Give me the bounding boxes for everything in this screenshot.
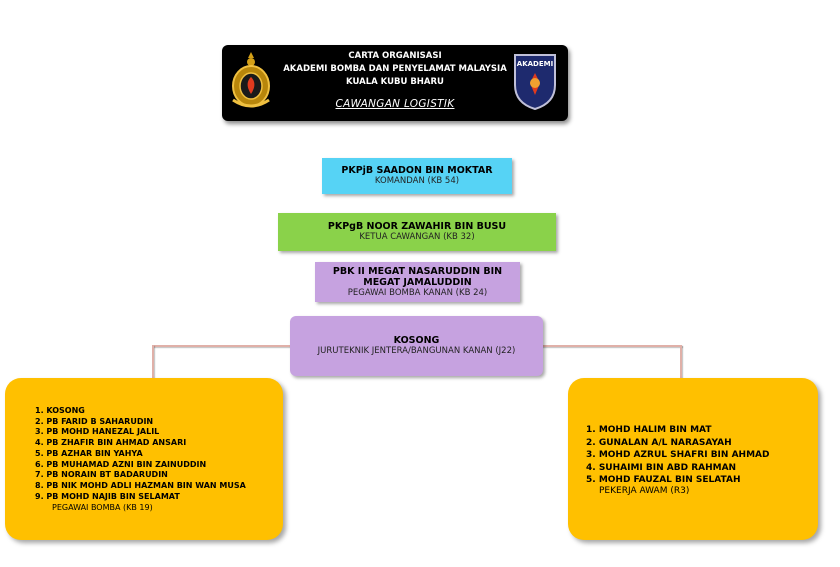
pegawai-bomba-footer: PEGAWAI BOMBA (KB 19) xyxy=(52,503,153,512)
juruteknik-box: KOSONG JURUTEKNIK JENTERA/BANGUNAN KANAN… xyxy=(290,316,543,376)
header-banner: CARTA ORGANISASI AKADEMI BOMBA DAN PENYE… xyxy=(222,45,568,121)
juruteknik-role: JURUTEKNIK JENTERA/BANGUNAN KANAN (J22) xyxy=(317,346,516,356)
list-item: 3. PB MOHD HANEZAL JALIL xyxy=(35,427,160,437)
ketua-name: PKPgB NOOR ZAWAHIR BIN BUSU xyxy=(327,221,507,232)
list-item: 7. PB NORAIN BT BADARUDIN xyxy=(35,470,168,480)
pegawai-bomba-list: 1. KOSONG 2. PB FARID B SAHARUDIN 3. PB … xyxy=(35,406,246,502)
pegawai-kanan-box: PBK II MEGAT NASARUDDIN BIN MEGAT JAMALU… xyxy=(315,262,520,302)
komandan-role: KOMANDAN (KB 54) xyxy=(374,176,460,186)
list-item: 5. PB AZHAR BIN YAHYA xyxy=(35,448,143,458)
header-title-line2: AKADEMI BOMBA DAN PENYELAMAT MALAYSIA xyxy=(283,64,507,74)
list-item: 4. SUHAIMI BIN ABD RAHMAN xyxy=(586,462,737,473)
ketua-role: KETUA CAWANGAN (KB 32) xyxy=(359,232,475,242)
connector-left-drop xyxy=(152,345,154,378)
komandan-name: PKPjB SAADON BIN MOKTAR xyxy=(341,165,493,176)
list-item: 2. GUNALAN A/L NARASAYAH xyxy=(586,437,732,448)
pegawai-bomba-group-box: 1. KOSONG 2. PB FARID B SAHARUDIN 3. PB … xyxy=(5,378,283,540)
header-title-line3: KUALA KUBU BHARU xyxy=(346,77,444,87)
list-item: 1. KOSONG xyxy=(35,406,85,415)
pekerja-awam-group-box: 1. MOHD HALIM BIN MAT 2. GUNALAN A/L NAR… xyxy=(568,378,818,540)
header-subtitle: CAWANGAN LOGISTIK xyxy=(335,98,455,110)
bomba-crest-icon xyxy=(232,52,270,108)
list-item: 9. PB MOHD NAJIB BIN SELAMAT xyxy=(35,491,180,501)
pekerja-awam-footer: PEKERJA AWAM (R3) xyxy=(599,486,690,496)
list-item: 6. PB MUHAMAD AZNI BIN ZAINUDDIN xyxy=(35,459,207,469)
list-item: 4. PB ZHAFIR BIN AHMAD ANSARI xyxy=(35,438,187,448)
logo-right-text: AKADEMI xyxy=(517,60,553,68)
komandan-box: PKPjB SAADON BIN MOKTAR KOMANDAN (KB 54) xyxy=(322,158,512,194)
list-item: 5. MOHD FAUZAL BIN SELATAH xyxy=(586,475,741,485)
list-item: 1. MOHD HALIM BIN MAT xyxy=(586,425,712,435)
juruteknik-name: KOSONG xyxy=(393,335,440,346)
list-item: 3. MOHD AZRUL SHAFRI BIN AHMAD xyxy=(586,450,770,460)
list-item: 8. PB NIK MOHD ADLI HAZMAN BIN WAN MUSA xyxy=(35,480,246,490)
connector-right-drop xyxy=(680,345,682,378)
ketua-cawangan-box: PKPgB NOOR ZAWAHIR BIN BUSU KETUA CAWANG… xyxy=(278,213,556,251)
pegawai-name-line1: PBK II MEGAT NASARUDDIN BIN xyxy=(332,265,503,277)
pekerja-awam-list: 1. MOHD HALIM BIN MAT 2. GUNALAN A/L NAR… xyxy=(586,424,769,487)
pegawai-role: PEGAWAI BOMBA KANAN (KB 24) xyxy=(347,287,488,298)
header-title-line1: CARTA ORGANISASI xyxy=(348,51,442,61)
akademi-shield-icon: AKADEMI xyxy=(514,54,556,111)
pegawai-name-line2: MEGAT JAMALUDDIN xyxy=(363,276,472,288)
list-item: 2. PB FARID B SAHARUDIN xyxy=(35,416,154,426)
